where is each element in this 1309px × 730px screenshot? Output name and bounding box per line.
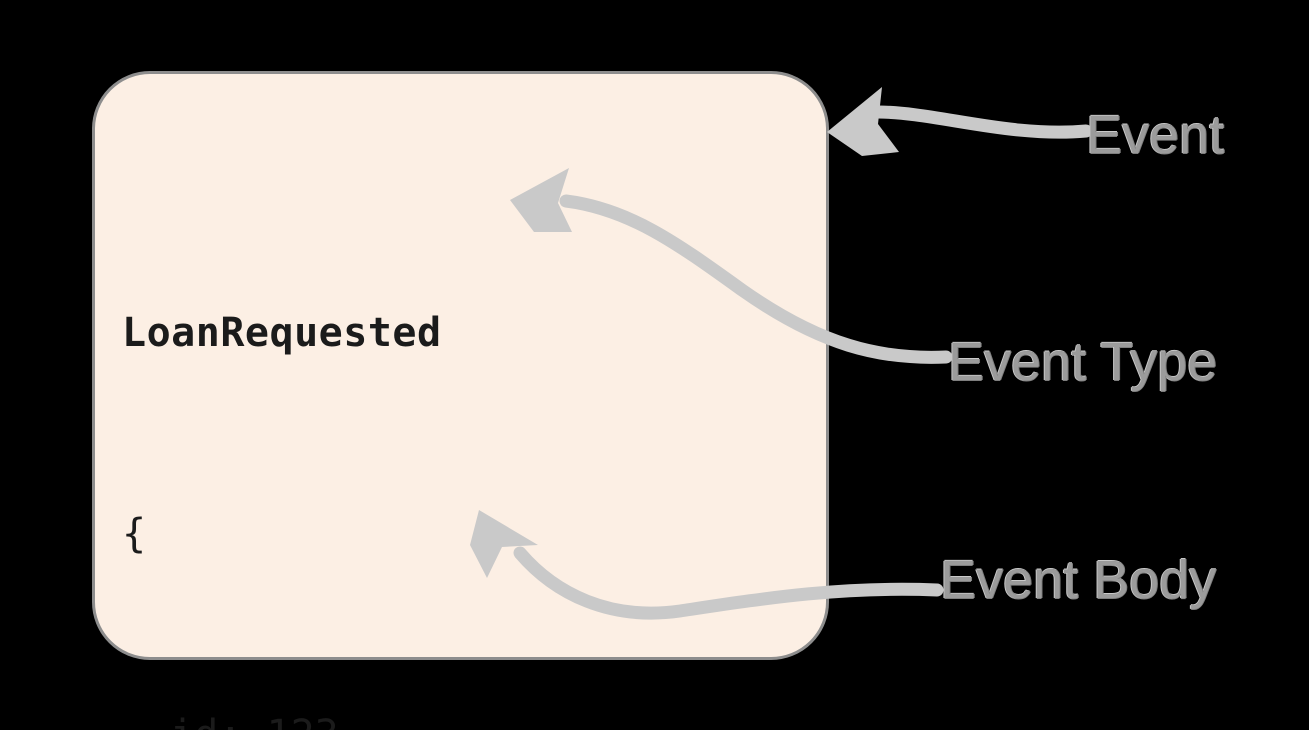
event-type-text: LoanRequested [122,310,442,356]
event-card: LoanRequested { id: 123, amount: 100, bo… [92,71,829,730]
event-card-code: LoanRequested { id: 123, amount: 100, bo… [122,166,676,730]
arrow-event [827,87,1093,156]
callout-label-event-type: Event Type [948,332,1218,392]
callout-label-event: Event [1086,105,1225,165]
event-body-field-id: id: 123, [122,702,676,730]
callout-label-event-body: Event Body [940,550,1217,610]
event-body-open-brace: { [122,511,147,557]
